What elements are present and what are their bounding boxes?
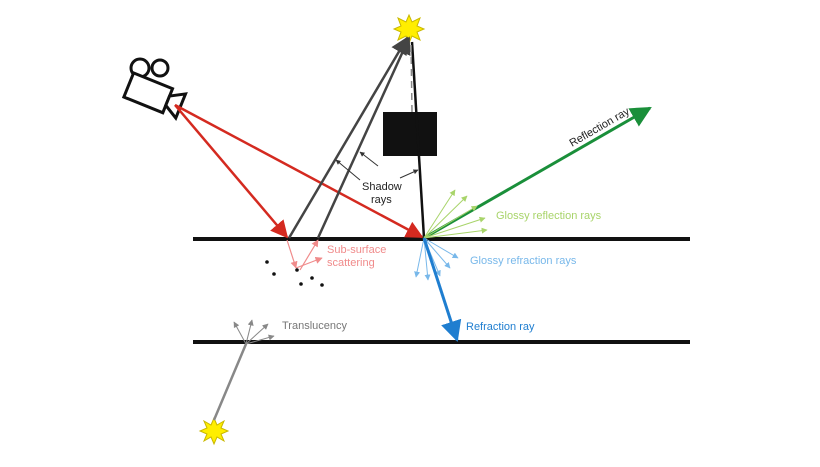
video-camera-icon	[121, 57, 188, 121]
refraction-ray-label: Refraction ray	[466, 321, 535, 333]
camera-ray-1	[174, 104, 289, 239]
glossy-refraction-label: Glossy refraction rays	[470, 255, 577, 267]
sub-surface-label-line1: Sub-surface	[327, 244, 386, 256]
shadow-pointer-2	[359, 151, 379, 167]
shadow-rays-label-line1: Shadow	[362, 181, 402, 193]
reflection-ray-label: Reflection ray	[568, 105, 633, 149]
scatter-dots	[265, 260, 324, 287]
camera-ray-2	[174, 103, 424, 239]
translucency-label: Translucency	[282, 320, 348, 332]
sub-surface-label-line2: scattering	[327, 257, 375, 269]
occluder-box	[383, 112, 437, 156]
glossy-reflection-label: Glossy reflection rays	[496, 210, 602, 222]
reflection-ray	[423, 106, 652, 240]
shadow-pointer-3	[399, 169, 419, 179]
translucency-ray	[212, 343, 248, 421]
shadow-ray-blocked	[410, 41, 426, 239]
refraction-ray	[422, 237, 462, 342]
shadow-ray-2	[316, 36, 411, 239]
sub-surface-rays	[286, 239, 323, 271]
shadow-rays-label-line2: rays	[371, 194, 392, 206]
shadow-ray-1	[287, 36, 409, 239]
translucency-scatter-rays	[233, 319, 275, 345]
shadow-pointer-1	[335, 159, 361, 181]
light-source-bottom-icon	[198, 416, 230, 446]
glossy-reflection-rays	[423, 189, 488, 239]
